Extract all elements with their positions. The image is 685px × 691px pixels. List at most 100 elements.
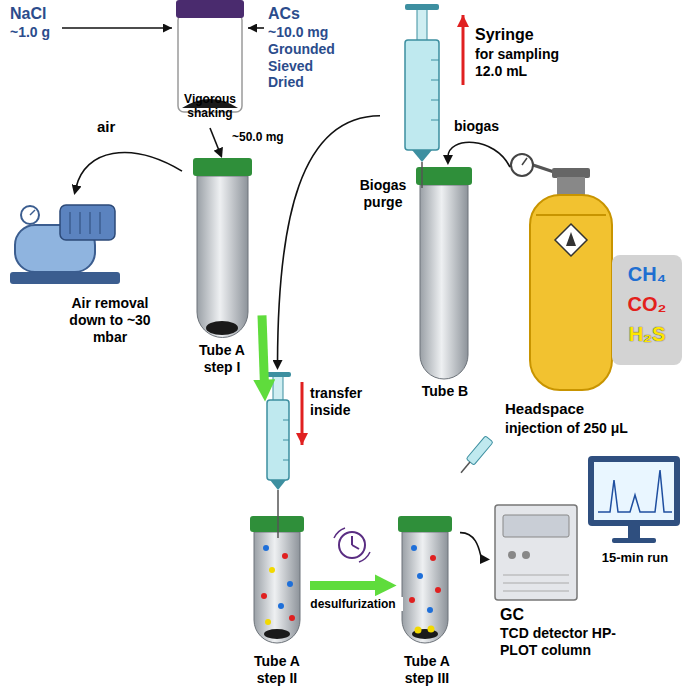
- tube-b-part: [420, 185, 468, 379]
- computer-monitor-part: [594, 462, 674, 520]
- tube-a-step-2-part: [254, 532, 300, 643]
- node-label: transfer inside: [310, 385, 382, 419]
- annotation-text: ~1.0 g: [10, 24, 70, 41]
- node-label: Vigorous shaking: [174, 92, 246, 121]
- node-label: CO₂: [612, 292, 682, 316]
- gas-chromatograph-part: [522, 551, 530, 559]
- transfer-syringe-part: [277, 490, 279, 538]
- tube-node: Tube A step II: [245, 515, 310, 691]
- tube-a-step-3-part: [398, 516, 452, 532]
- headspace-syringe: [457, 436, 493, 476]
- headspace-syringe-part: [466, 436, 493, 465]
- annotation-text: injection of 250 μL: [505, 420, 681, 437]
- edge-label: desulfurization: [303, 597, 403, 611]
- sampling-syringe-part: [462, 15, 465, 85]
- vacuum-pump-part: [100, 212, 101, 234]
- tube-a-step-3-part: [428, 626, 435, 633]
- tube-a-step-1: [193, 158, 252, 338]
- edge-label: ~50.0 mg: [230, 130, 298, 144]
- node-label: Air removal down to ~30 mbar: [60, 295, 160, 345]
- tube-a-step-2-part: [269, 567, 275, 573]
- node-label: Tube A step II: [246, 653, 308, 687]
- annotation-text: ACs: [268, 4, 348, 23]
- node-label: Tube B: [405, 383, 485, 400]
- tube-a-step-2-part: [263, 545, 269, 551]
- sampling-syringe-part: [405, 4, 439, 10]
- transfer-syringe-part: [283, 460, 289, 461]
- gas-chromatograph-node: GCTCD detector HP-PLOT column: [490, 450, 683, 688]
- annotation-text: Headspace: [505, 400, 675, 418]
- gas-cylinder-part: [566, 232, 576, 246]
- node-label: GC: [500, 605, 560, 624]
- transfer-syringe-part: [265, 372, 291, 377]
- sampling-syringe-part: [431, 60, 439, 61]
- gas-cylinder-part: [552, 168, 590, 178]
- vacuum-pump: [10, 205, 120, 284]
- transfer-syringe-part: [270, 480, 286, 490]
- step-arrow: [262, 315, 264, 384]
- transfer-syringe-part: [283, 420, 289, 421]
- tube-a-step-2-part: [265, 619, 271, 625]
- vial-part: [176, 0, 244, 18]
- input-arrows-part: [62, 27, 172, 29]
- gas-chromatograph: [495, 505, 577, 600]
- syringe-node: transfer inside: [265, 370, 390, 520]
- gas-cylinder-part: [530, 195, 612, 390]
- input-arrows: [62, 28, 264, 29]
- node-label: Biogas purge: [350, 177, 416, 211]
- tube-a-step-2-part: [278, 603, 284, 609]
- node-label: for sampling 12.0 mL: [475, 46, 575, 80]
- annotation-text: NaCl: [10, 4, 70, 23]
- tube-node: Biogas purgeTube B: [350, 165, 486, 405]
- tube-node: Tube A step III: [395, 515, 460, 691]
- timer-icon: [334, 528, 370, 562]
- vacuum-pump-part: [60, 205, 115, 240]
- vacuum-pump-part: [30, 210, 35, 215]
- timer-icon-part: [339, 532, 365, 558]
- edge-label: air: [95, 118, 129, 136]
- computer-monitor-part: [588, 456, 680, 526]
- gas-chromatograph-part: [503, 515, 569, 537]
- timer-icon-part: [351, 536, 353, 545]
- tube-a-step-1-part: [197, 176, 248, 338]
- vacuum-pump-part: [90, 212, 91, 234]
- vacuum-pump-part: [80, 212, 81, 234]
- node-label: Syringe: [475, 25, 575, 44]
- gas-chromatograph-part: [503, 591, 569, 592]
- sampling-syringe-part: [431, 120, 439, 121]
- timer-icon-part: [359, 552, 370, 562]
- gas-cylinder-part: [522, 158, 527, 165]
- timer-icon-part: [334, 528, 345, 538]
- flow-arrow: [448, 142, 510, 167]
- sampling-syringe-part: [421, 162, 423, 188]
- headspace-syringe-part: [461, 462, 470, 473]
- flow-arrow: [278, 116, 380, 362]
- annotation-text: 15-min run: [588, 550, 682, 566]
- tube-a-step-3-part: [415, 627, 422, 634]
- vial-node: Vigorous shaking: [170, 0, 250, 128]
- gas-chromatograph-part: [508, 551, 516, 559]
- gas-cylinder-part: [612, 255, 682, 365]
- sampling-syringe-part: [431, 80, 439, 81]
- gas-cylinder-node: CH₄CO₂H₂S: [510, 150, 683, 395]
- computer-monitor-part: [628, 526, 640, 538]
- vacuum-pump-part: [10, 272, 120, 284]
- tube-a-step-2-part: [282, 553, 288, 559]
- gas-cylinder-part: [533, 165, 554, 172]
- flow-arrow: [210, 128, 219, 151]
- node-label: Tube A step I: [191, 342, 253, 376]
- flow-arrow: [460, 533, 482, 560]
- tube-a-step-1-part: [193, 158, 252, 176]
- gas-chromatograph-part: [503, 575, 569, 576]
- tube-a-step-3-part: [411, 545, 417, 551]
- tube-a-step-3-part: [409, 597, 415, 603]
- gas-cylinder-part: [511, 154, 533, 176]
- gas-chromatograph-part: [495, 505, 577, 600]
- sampling-syringe-part: [412, 150, 432, 162]
- syringe-node: Syringe for sampling 12.0 mL: [380, 0, 580, 178]
- tube-a-step-3-part: [417, 573, 423, 579]
- node-label: H₂S: [612, 322, 682, 346]
- transfer-syringe-part: [267, 400, 289, 480]
